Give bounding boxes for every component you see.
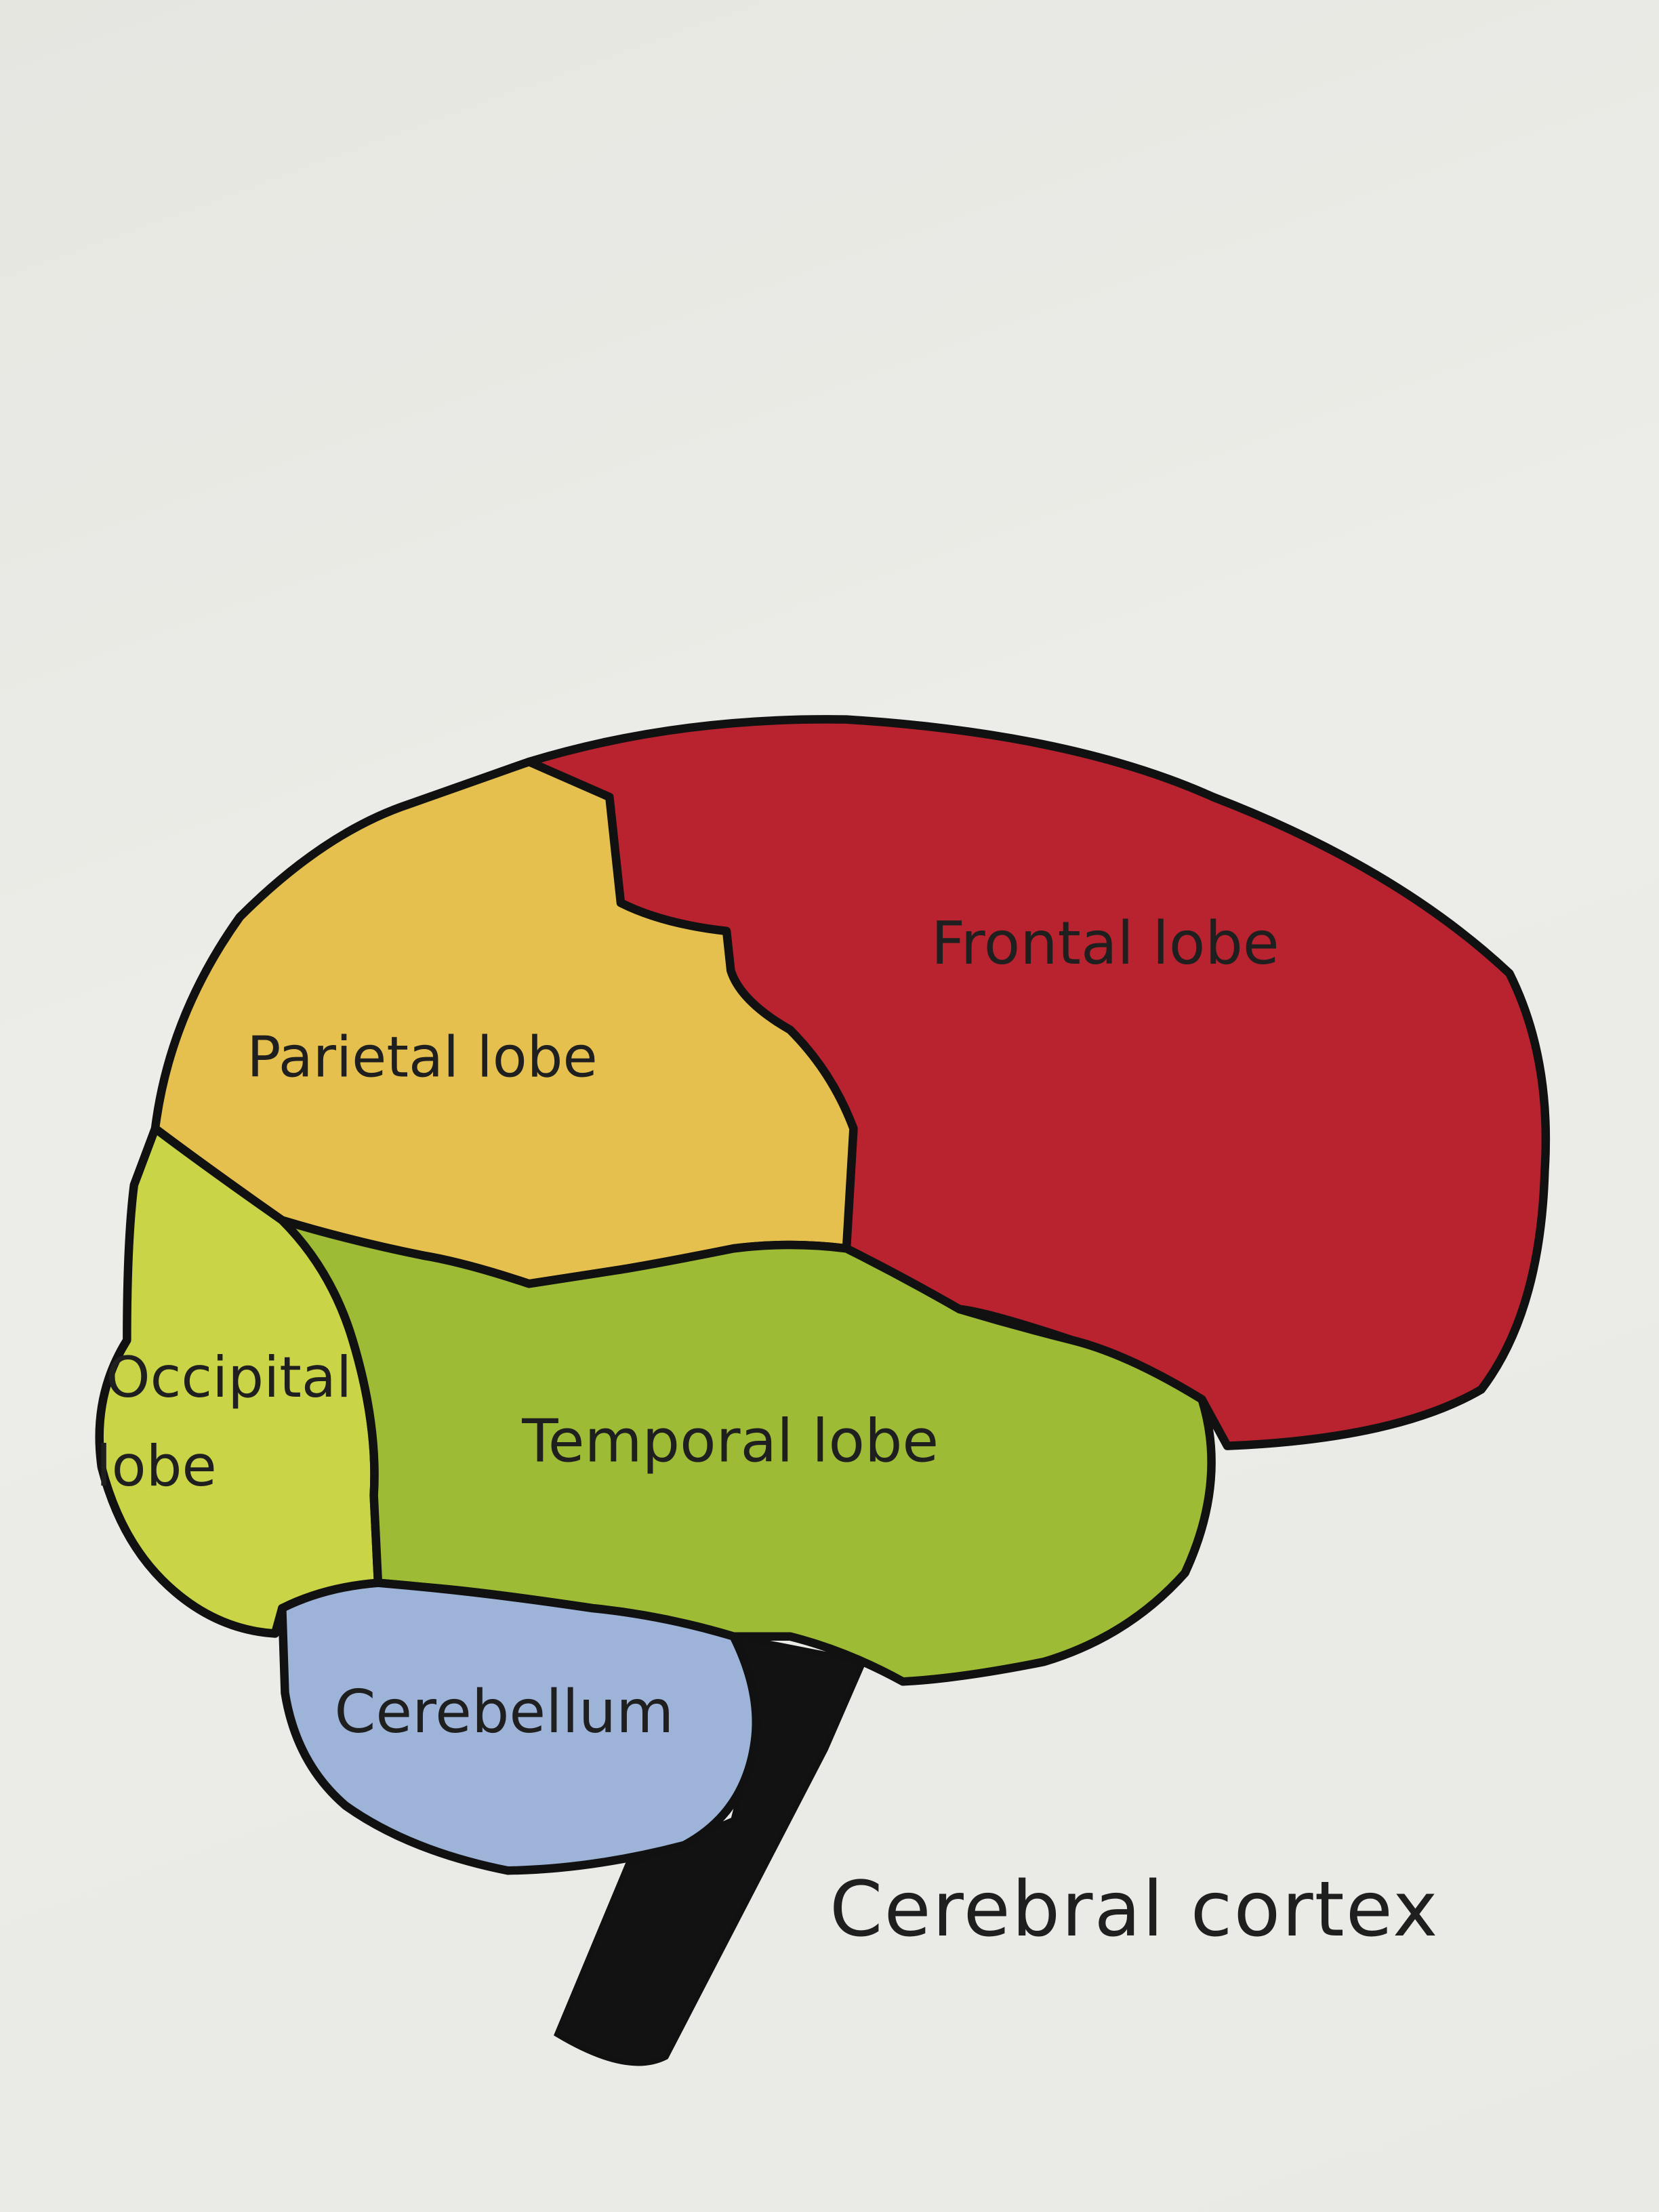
cerebellum-label: Cerebellum: [334, 1677, 674, 1746]
parietal-lobe-label: Parietal lobe: [247, 1024, 597, 1090]
cerebellum-region: [278, 1578, 760, 1875]
brainstem: [554, 1633, 867, 2066]
occipital-lobe-label-line1: Occipital: [106, 1345, 352, 1410]
temporal-lobe-label: Temporal lobe: [521, 1407, 939, 1476]
frontal-lobe-label: Frontal lobe: [931, 909, 1279, 978]
occipital-lobe-label-line2: lobe: [96, 1433, 217, 1499]
diagram-caption: Cerebral cortex: [830, 1865, 1439, 1954]
